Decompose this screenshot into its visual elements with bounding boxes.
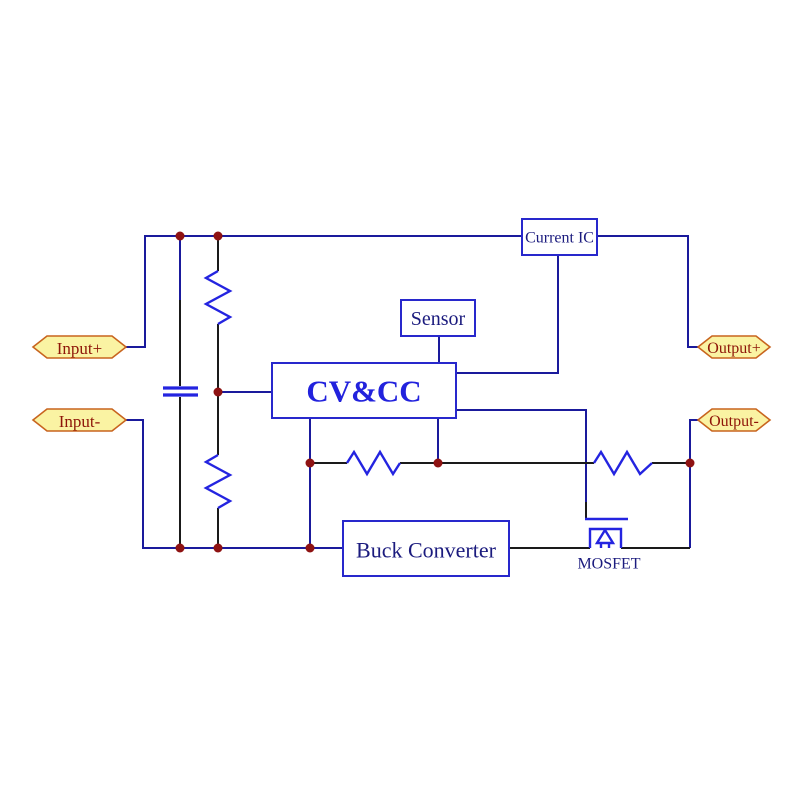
wires bbox=[126, 235, 698, 549]
wire-input-minus-bottom-rail bbox=[126, 419, 343, 549]
buck-converter-box bbox=[342, 520, 510, 577]
port-output-minus: Output- bbox=[696, 408, 772, 432]
mosfet-arrow-legs bbox=[599, 543, 611, 548]
mosfet-icon bbox=[585, 517, 628, 548]
wire-current-ic-to-cvcc bbox=[456, 255, 559, 374]
output-plus-flag bbox=[696, 335, 772, 359]
block-cvcc: CV&CC bbox=[271, 362, 457, 419]
wire-input-plus-to-current-ic bbox=[126, 235, 522, 348]
sensor-label: Sensor bbox=[411, 308, 466, 330]
sensor-box bbox=[400, 299, 476, 337]
component-symbols bbox=[163, 269, 653, 548]
block-current-ic: Current IC bbox=[521, 218, 598, 256]
junction-dot bbox=[175, 231, 185, 241]
component-leads bbox=[179, 236, 690, 549]
mosfet-label: MOSFET bbox=[577, 556, 640, 573]
junction-dot bbox=[305, 543, 315, 553]
wire-current-ic-to-output-plus bbox=[597, 235, 698, 348]
block-sensor: Sensor bbox=[400, 299, 476, 337]
port-output-plus: Output+ bbox=[696, 335, 772, 359]
cvcc-label: CV&CC bbox=[306, 374, 421, 409]
junction-dot bbox=[433, 458, 443, 468]
wire-cvcc-to-gate bbox=[456, 409, 587, 502]
output-plus-label: Output+ bbox=[707, 340, 760, 357]
input-plus-label: Input+ bbox=[57, 339, 102, 358]
wire-output-minus-down bbox=[689, 419, 698, 548]
current-ic-label: Current IC bbox=[525, 230, 594, 247]
port-input-minus: Input- bbox=[31, 408, 128, 432]
output-minus-label: Output- bbox=[709, 413, 759, 430]
current-ic-box bbox=[521, 218, 598, 256]
junction-dot bbox=[213, 543, 223, 553]
resistor-r4-icon bbox=[592, 449, 653, 477]
block-buck-converter: Buck Converter bbox=[342, 520, 510, 577]
input-plus-flag bbox=[31, 335, 128, 359]
output-minus-flag bbox=[696, 408, 772, 432]
buck-converter-label: Buck Converter bbox=[356, 538, 497, 563]
resistor-r3-icon bbox=[345, 449, 402, 477]
input-minus-flag bbox=[31, 408, 128, 432]
input-minus-label: Input- bbox=[59, 412, 101, 431]
cvcc-box bbox=[271, 362, 457, 419]
junction-dot bbox=[213, 231, 223, 241]
mosfet-arrow bbox=[594, 527, 616, 545]
junction-dot bbox=[305, 458, 315, 468]
resistor-r1-icon bbox=[203, 269, 233, 326]
junction-dot bbox=[213, 387, 223, 397]
junction-dot bbox=[175, 543, 185, 553]
port-input-plus: Input+ bbox=[31, 335, 128, 359]
junction-dots bbox=[175, 231, 695, 553]
resistor-r2-icon bbox=[203, 453, 233, 510]
capacitor-icon bbox=[163, 386, 198, 397]
junction-dot bbox=[685, 458, 695, 468]
